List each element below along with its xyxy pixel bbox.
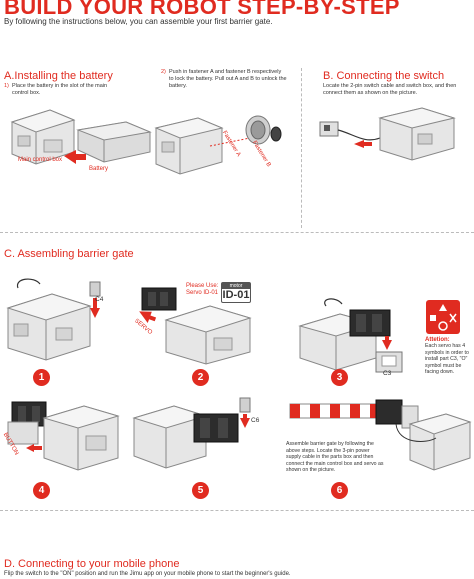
step-a1-number: 1) — [4, 83, 9, 89]
step-1-illustration — [4, 272, 134, 364]
motor-tag-id: ID-01 — [222, 289, 250, 301]
step-5-badge: 5 — [192, 482, 209, 499]
battery-install-illustration — [8, 100, 158, 178]
divider-ab — [301, 68, 302, 228]
label-c3: C3 — [383, 370, 392, 377]
step-a1-text: Place the battery in the slot of the mai… — [12, 83, 108, 96]
section-b-text: Locate the 2-pin switch cable and switch… — [323, 83, 457, 96]
section-b-title: B. Connecting the switch — [323, 70, 445, 82]
label-c6: C6 — [251, 417, 260, 424]
section-d-title: D. Connecting to your mobile phone — [4, 558, 180, 570]
divider-c-d — [0, 510, 474, 511]
motor-id-tag: motor ID-01 — [221, 282, 251, 303]
step-a2-number: 2) — [161, 69, 166, 75]
step-3-badge: 3 — [331, 369, 348, 386]
step-5-illustration — [130, 394, 270, 478]
step-6-badge: 6 — [331, 482, 348, 499]
step-1-badge: 1 — [33, 369, 50, 386]
step-4-badge: 4 — [33, 482, 50, 499]
servo-symbol-icon — [426, 300, 460, 334]
label-c4: C4 — [95, 296, 104, 303]
section-c-title: C. Assembling barrier gate — [4, 248, 134, 260]
motor-tag-header: motor — [222, 283, 250, 289]
section-a-title: A.Installing the battery — [4, 70, 113, 82]
step-2-illustration — [130, 280, 270, 366]
label-battery: Battery — [89, 166, 109, 172]
fastener-illustration — [150, 110, 290, 180]
step-6-illustration — [286, 394, 472, 480]
servo-id-text: Servo ID-01 — [186, 290, 219, 296]
please-use-label: Please Use: Servo ID-01 — [186, 283, 218, 297]
step-a2-text: Push in fastener A and fastener B respec… — [169, 69, 287, 89]
attention-text: Each servo has 4 symbols in order to ins… — [425, 343, 469, 375]
step-6-text: Assemble barrier gate by following the a… — [286, 441, 384, 473]
step-2-badge: 2 — [192, 369, 209, 386]
attention-title: Attetion: — [425, 337, 450, 343]
divider-ab-c — [0, 232, 474, 233]
page-subtitle: By following the instructions below, you… — [4, 17, 273, 26]
switch-illustration — [314, 104, 464, 170]
page-title: BUILD YOUR ROBOT STEP-BY-STEP — [4, 0, 400, 19]
label-main-control-box: Main control box — [18, 157, 63, 163]
attention-note: Attetion: Each servo has 4 symbols in or… — [425, 337, 473, 376]
step-3-illustration — [296, 296, 422, 378]
step-4-illustration — [4, 392, 124, 480]
section-d-text: Flip the switch to the "ON" position and… — [4, 571, 291, 577]
please-use-text: Please Use: — [186, 283, 219, 289]
